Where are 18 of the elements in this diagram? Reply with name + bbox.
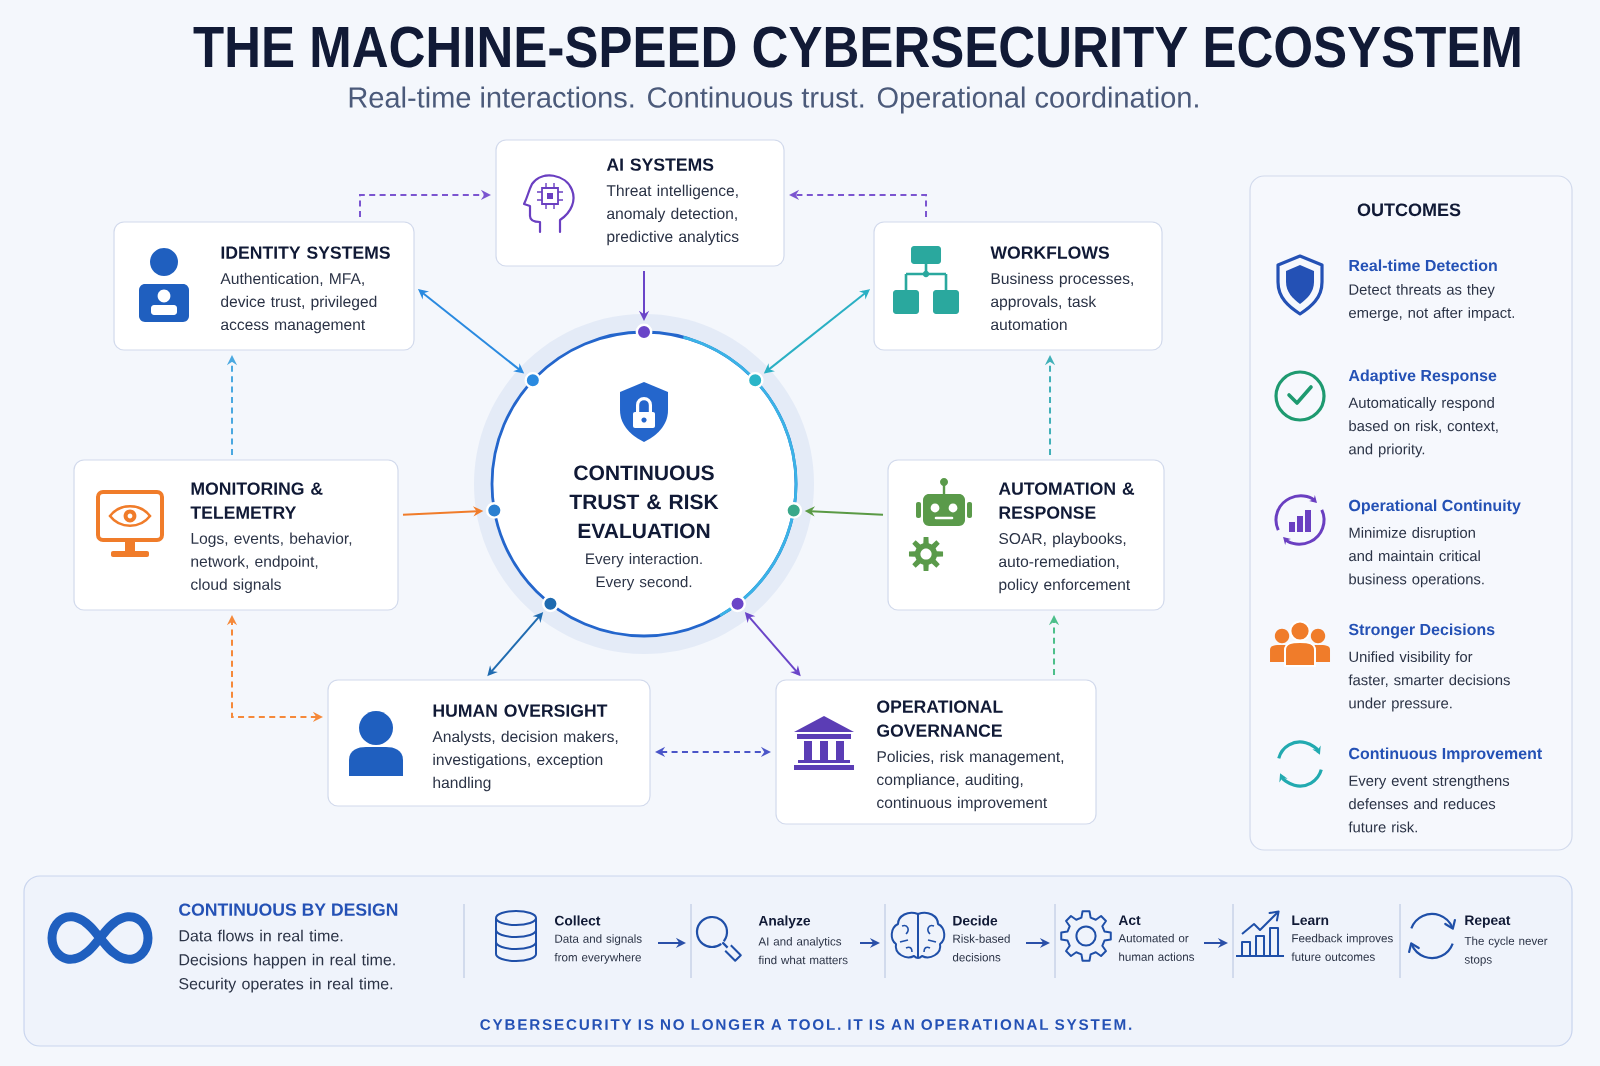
outcome-title: Real-time Detection xyxy=(1349,259,1497,272)
subtitle: Real-time interactions. Continuous trust. Operational coordination. xyxy=(349,86,1198,114)
outcome-title: Stronger Decisions xyxy=(1348,623,1495,639)
card-title: AUTOMATION & RESPONSE xyxy=(998,482,1135,519)
band-heading: CONTINUOUS BY DESIGN xyxy=(179,903,398,916)
outcome-title: Adaptive Response xyxy=(1348,369,1497,385)
card-title: WORKFLOWS xyxy=(990,246,1109,259)
panel-heading: OUTCOMES xyxy=(1357,203,1461,217)
card-title: MONITORING & TELEMETRY xyxy=(190,482,323,519)
card-title: IDENTITY SYSTEMS xyxy=(221,246,390,259)
band-text: Data flows in real time. Decisions happen in real time. Security operates in real time. xyxy=(179,929,395,993)
outcome-title: Continuous Improvement xyxy=(1349,747,1542,763)
card-title: AI SYSTEMS xyxy=(606,158,714,171)
outcome-title: Operational Continuity xyxy=(1349,499,1521,515)
circle-title: CONTINUOUS TRUST & RISK EVALUATION xyxy=(569,465,719,539)
card-title: OPERATIONAL GOVERNANCE xyxy=(877,700,1003,737)
card-title: HUMAN OVERSIGHT xyxy=(433,704,608,717)
page-title: THE MACHINE-SPEED CYBERSECURITY ECOSYSTEM xyxy=(193,26,1520,68)
